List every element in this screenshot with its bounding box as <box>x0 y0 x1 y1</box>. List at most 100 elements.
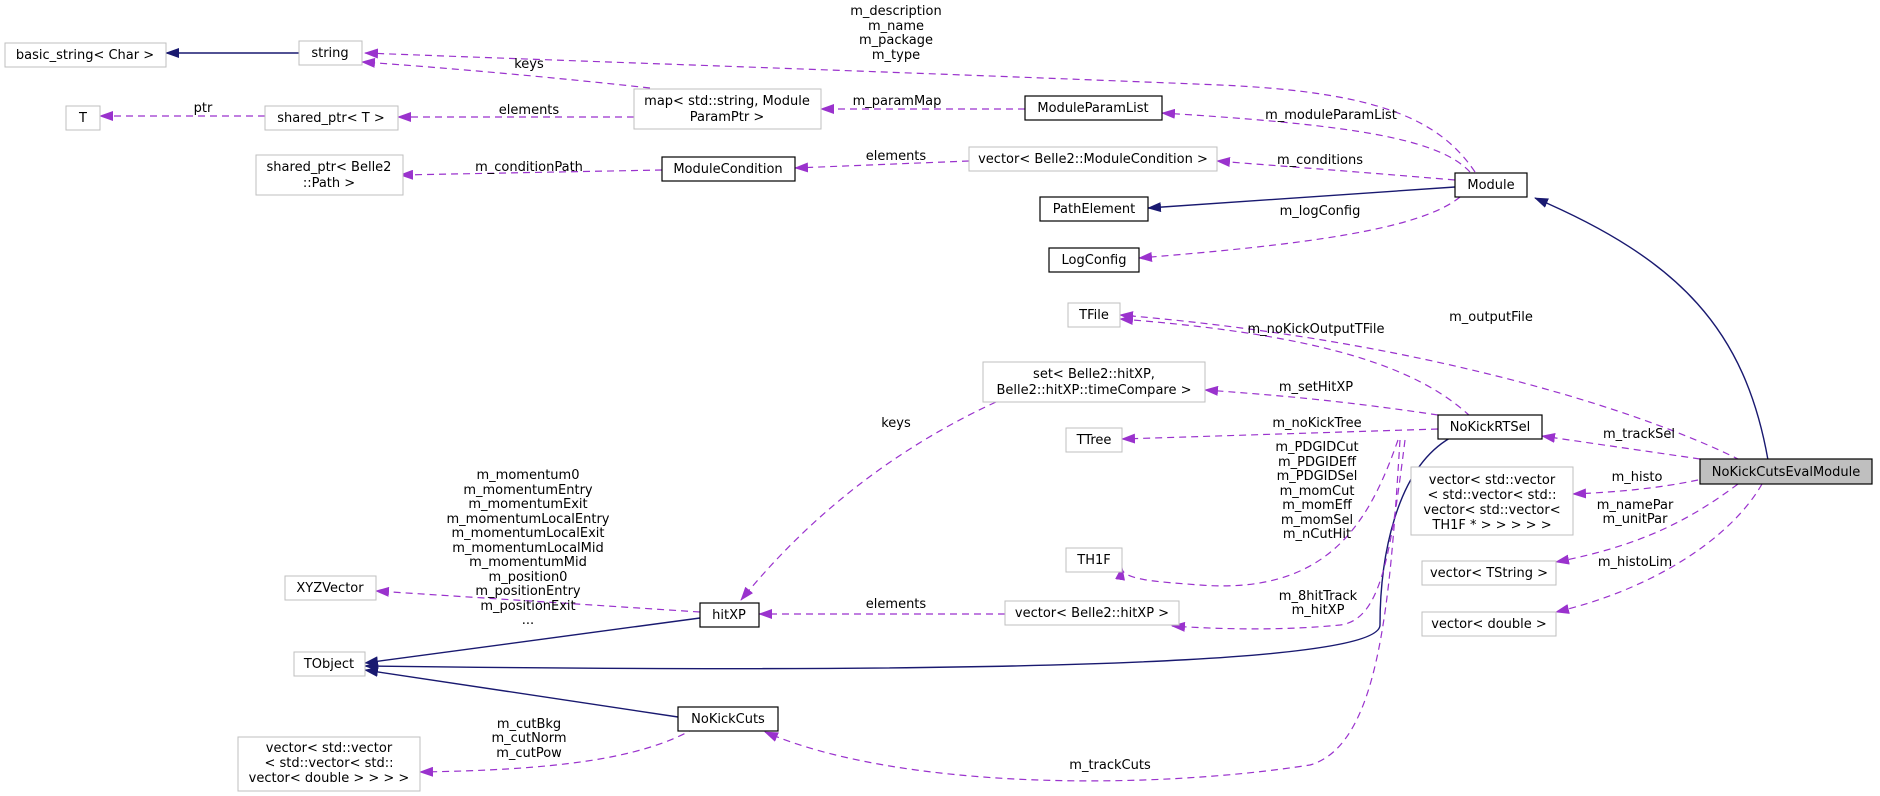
edge-label-m-track-cuts: m_trackCuts <box>1069 758 1151 773</box>
edge-label-hitxp-members-8: m_position0 <box>489 570 568 585</box>
node-path-element[interactable]: PathElement <box>1039 196 1149 222</box>
node-vector-double[interactable]: vector< double > <box>1421 611 1557 637</box>
node-map-param[interactable]: map< std::string, Module ParamPtr > <box>633 88 822 130</box>
node-nokick-rtsel[interactable]: NoKickRTSel <box>1437 414 1543 440</box>
svg-text:NoKickCutsEvalModule: NoKickCutsEvalModule <box>1712 465 1860 480</box>
node-vector-th1f[interactable]: vector< std::vector < std::vector< std::… <box>1410 466 1574 536</box>
node-tfile[interactable]: TFile <box>1067 302 1121 328</box>
edge-label-name-par-2: m_unitPar <box>1603 512 1669 527</box>
edge-label-th1f-members-5: m_momEff <box>1282 498 1353 513</box>
edge-set-to-hitxp <box>740 401 997 601</box>
svg-text:::Path >: ::Path > <box>303 176 355 191</box>
node-module-condition[interactable]: ModuleCondition <box>661 156 796 182</box>
node-t[interactable]: T <box>65 105 101 131</box>
edge-hitxp-to-tobject <box>364 617 701 667</box>
svg-text:basic_string< Char >: basic_string< Char > <box>16 48 154 63</box>
edge-module-to-paramlist <box>1161 108 1471 173</box>
edge-label-hitxp-members-5: m_momentumLocalExit <box>452 526 605 541</box>
svg-text:vector< double > > > >: vector< double > > > > <box>249 771 410 786</box>
svg-text:vector< std::vector<: vector< std::vector< <box>1423 503 1560 518</box>
edge-module-to-path-element <box>1147 186 1456 213</box>
node-shared-ptr-path[interactable]: shared_ptr< Belle2 ::Path > <box>255 154 404 196</box>
edge-label-module-strings-4: m_type <box>872 48 920 63</box>
edge-label-th1f-members-4: m_momCut <box>1280 484 1355 499</box>
edge-focus-to-histo <box>1572 479 1699 499</box>
svg-text:TH1F: TH1F <box>1076 553 1110 568</box>
edge-nokickrtsel-to-nokickcuts <box>764 439 1401 782</box>
edge-label-elements-hitxp: elements <box>866 597 927 612</box>
svg-text:vector< TString >: vector< TString > <box>1430 566 1548 581</box>
edge-label-module-strings-2: m_name <box>868 19 924 34</box>
svg-text:T: T <box>78 111 87 126</box>
edge-focus-to-tstring <box>1555 483 1739 565</box>
node-vector-module-condition[interactable]: vector< Belle2::ModuleCondition > <box>968 146 1218 172</box>
edge-label-m-histo-lim: m_histoLim <box>1598 555 1672 570</box>
svg-text:PathElement: PathElement <box>1053 202 1135 217</box>
edge-focus-to-tfile <box>1119 311 1741 461</box>
svg-text:TObject: TObject <box>303 657 354 672</box>
edge-nokickrtsel-to-tobject <box>364 437 1451 672</box>
node-string[interactable]: string <box>298 40 363 66</box>
node-shared-ptr-t[interactable]: shared_ptr< T > <box>264 105 399 131</box>
svg-text:vector< Belle2::ModuleConditio: vector< Belle2::ModuleCondition > <box>978 152 1208 167</box>
node-nokick-cuts-eval-module[interactable]: NoKickCutsEvalModule <box>1699 458 1873 485</box>
node-nokick-cuts[interactable]: NoKickCuts <box>677 706 779 732</box>
svg-text:vector< std::vector: vector< std::vector <box>1429 473 1556 488</box>
svg-text:TFile: TFile <box>1078 308 1109 323</box>
node-log-config[interactable]: LogConfig <box>1048 247 1140 273</box>
edge-label-m-histo: m_histo <box>1612 470 1663 485</box>
edge-label-ptr: ptr <box>194 101 213 116</box>
edge-label-th1f-members-2: m_PDGIDEff <box>1278 455 1357 470</box>
edge-nokickcuts-to-tobject <box>364 666 679 718</box>
edge-label-cut-members-2: m_cutNorm <box>491 731 566 746</box>
edge-label-m-nokick-tree: m_noKickTree <box>1272 416 1361 431</box>
edge-label-hitxp-members-1: m_momentum0 <box>477 468 580 483</box>
node-vector-tstring[interactable]: vector< TString > <box>1421 560 1557 586</box>
svg-text:LogConfig: LogConfig <box>1062 253 1127 268</box>
edge-label-module-strings-1: m_description <box>850 4 941 19</box>
edge-condition-to-sharedptr-path <box>399 169 663 180</box>
svg-text:ModuleParamList: ModuleParamList <box>1037 101 1148 116</box>
edge-label-th1f-members-6: m_momSel <box>1281 513 1353 528</box>
edge-nokickrtsel-to-th1f <box>1115 439 1399 587</box>
edge-label-m-nokick-output-tfile: m_noKickOutputTFile <box>1247 322 1384 337</box>
node-vector-hitxp[interactable]: vector< Belle2::hitXP > <box>1004 600 1180 626</box>
edge-focus-to-module <box>1534 197 1769 461</box>
edge-label-th1f-members-3: m_PDGIDSel <box>1277 469 1358 484</box>
node-ttree[interactable]: TTree <box>1065 427 1123 453</box>
svg-text:Module: Module <box>1467 178 1514 193</box>
svg-text:shared_ptr< Belle2: shared_ptr< Belle2 <box>267 160 392 175</box>
edges <box>99 48 1769 782</box>
edge-label-hitxp-members-4: m_momentumLocalEntry <box>447 512 610 527</box>
edge-label-hitxp-members-11: ... <box>522 613 534 628</box>
node-hitxp[interactable]: hitXP <box>699 602 760 628</box>
edge-label-hit-track-1: m_8hitTrack <box>1279 589 1358 604</box>
edge-nokickcuts-to-vector-double-nested <box>419 727 696 777</box>
node-basic-string[interactable]: basic_string< Char > <box>4 42 167 68</box>
svg-text:hitXP: hitXP <box>712 608 746 623</box>
edge-label-elements-condition: elements <box>866 149 927 164</box>
node-th1f[interactable]: TH1F <box>1065 547 1123 573</box>
node-module[interactable]: Module <box>1454 172 1528 198</box>
edge-map-to-string <box>361 57 651 89</box>
node-module-param-list[interactable]: ModuleParamList <box>1024 95 1163 121</box>
svg-text:ModuleCondition: ModuleCondition <box>673 162 782 177</box>
edge-label-m-log-config: m_logConfig <box>1280 204 1361 219</box>
svg-text:map< std::string, Module: map< std::string, Module <box>644 94 810 109</box>
node-xyzvector[interactable]: XYZVector <box>284 575 377 601</box>
edge-label-m-output-file: m_outputFile <box>1449 310 1533 325</box>
edge-nokickrtsel-to-vector-hitxp <box>1171 439 1406 632</box>
edge-module-to-logconfig <box>1138 196 1461 262</box>
svg-text:ParamPtr >: ParamPtr > <box>690 110 765 125</box>
svg-text:vector< std::vector: vector< std::vector <box>266 741 393 756</box>
node-tobject[interactable]: TObject <box>293 651 366 677</box>
edge-focus-to-nokickrtsel <box>1541 432 1701 460</box>
edge-label-m-set-hitxp: m_setHitXP <box>1279 380 1353 395</box>
node-vector-double-nested[interactable]: vector< std::vector < std::vector< std::… <box>237 736 421 792</box>
svg-text:string: string <box>311 46 348 61</box>
edge-nokickrtsel-to-ttree <box>1121 428 1439 444</box>
svg-text:TH1F * > > > > >: TH1F * > > > > > <box>1431 518 1551 533</box>
node-set-hitxp[interactable]: set< Belle2::hitXP, Belle2::hitXP::timeC… <box>982 361 1206 403</box>
edge-label-cut-members-1: m_cutBkg <box>497 717 561 732</box>
